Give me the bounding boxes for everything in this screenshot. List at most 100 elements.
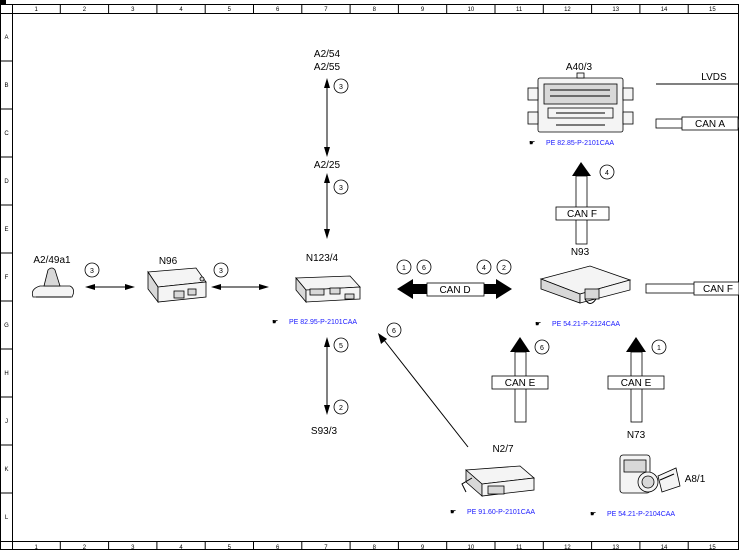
grid-col-top-10: 10 xyxy=(468,7,475,13)
label-a8-1: A8/1 xyxy=(685,474,706,485)
grid-col-bottom-9: 9 xyxy=(421,545,425,551)
can-e-left-bus-arrow xyxy=(491,337,549,423)
marker-can-d-1: 1 xyxy=(402,265,406,272)
grid-row-J: J xyxy=(5,419,8,425)
marker-s93-5: 5 xyxy=(339,343,343,350)
label-s93-3: S93/3 xyxy=(311,426,338,437)
label-lvds: LVDS xyxy=(701,72,727,83)
marker-can-e-left: 6 xyxy=(540,345,544,352)
grid-row-K: K xyxy=(4,467,8,473)
marker-can-e-right: 1 xyxy=(657,345,661,352)
label-a40-3: A40/3 xyxy=(566,62,593,73)
label-a2-55: A2/55 xyxy=(314,62,341,73)
grid-col-bottom-10: 10 xyxy=(468,545,475,551)
label-n96: N96 xyxy=(159,256,178,267)
grid-col-bottom-11: 11 xyxy=(516,545,523,551)
antenna-a2-49a1-icon[interactable] xyxy=(31,267,74,298)
grid-col-top-14: 14 xyxy=(661,7,668,13)
grid-row-E: E xyxy=(4,227,8,233)
marker-a2-49a1: 3 xyxy=(90,268,94,275)
can-a-bus-stub xyxy=(655,116,739,131)
ref-text-a40-3[interactable]: PE 82.85-P-2101CAA xyxy=(546,140,614,147)
ref-text-n93[interactable]: PE 54.21-P-2124CAA xyxy=(552,321,620,328)
grid-row-L: L xyxy=(5,515,9,521)
grid-row-B: B xyxy=(4,83,8,89)
hand-pointer-icon: ☛ xyxy=(590,511,596,518)
reference-links: ☛ PE 82.85-P-2101CAA ☛ PE 82.95-P-2101CA… xyxy=(272,140,675,518)
grid-col-bottom-7: 7 xyxy=(324,545,328,551)
link-n123-4-s93-3 xyxy=(324,337,330,415)
ref-text-n2-7[interactable]: PE 91.60-P-2101CAA xyxy=(467,509,535,516)
label-n93: N93 xyxy=(571,247,590,258)
marker-n2-7: 6 xyxy=(392,328,396,335)
grid-col-top-9: 9 xyxy=(421,7,425,13)
ref-text-n123-4[interactable]: PE 82.95-P-2101CAA xyxy=(289,319,357,326)
airbag-unit-n2-7-icon[interactable] xyxy=(461,465,535,497)
marker-a2-25: 3 xyxy=(339,185,343,192)
ref-link-n93[interactable]: ☛ PE 54.21-P-2124CAA xyxy=(535,321,620,328)
grid-col-bottom-4: 4 xyxy=(179,545,183,551)
circle-markers xyxy=(84,78,667,415)
grid-columns: 1122334455667788991010111112121313141415… xyxy=(34,4,716,551)
label-can-e-left: CAN E xyxy=(505,378,536,389)
grid-col-top-7: 7 xyxy=(324,7,328,13)
label-a2-54: A2/54 xyxy=(314,49,341,60)
can-f-right-bus-stub xyxy=(645,281,739,296)
grid-row-C: C xyxy=(4,131,9,137)
link-n96-n123-4 xyxy=(211,284,269,290)
grid-col-top-3: 3 xyxy=(131,7,135,13)
link-n2-7-n123-4 xyxy=(378,333,469,448)
can-d-bus-arrow xyxy=(397,279,512,299)
marker-can-d-2: 2 xyxy=(502,265,506,272)
marker-can-f: 4 xyxy=(605,170,609,177)
label-can-a: CAN A xyxy=(695,119,725,130)
control-unit-n93-icon[interactable] xyxy=(539,265,632,304)
grid-col-bottom-3: 3 xyxy=(131,545,135,551)
display-unit-a40-3-icon[interactable] xyxy=(527,72,634,133)
label-can-f-top: CAN F xyxy=(567,209,597,220)
grid-col-bottom-6: 6 xyxy=(276,545,280,551)
marker-can-d-4: 4 xyxy=(482,265,486,272)
grid-col-top-2: 2 xyxy=(83,7,87,13)
grid-col-top-6: 6 xyxy=(276,7,280,13)
label-n123-4: N123/4 xyxy=(306,253,339,264)
can-e-right-bus-arrow xyxy=(607,337,665,423)
grid-row-D: D xyxy=(4,179,9,185)
control-unit-n123-4-icon[interactable] xyxy=(295,275,361,304)
marker-s93-2: 2 xyxy=(339,405,343,412)
ref-link-n73[interactable]: ☛ PE 54.21-P-2104CAA xyxy=(590,511,675,518)
hand-pointer-icon: ☛ xyxy=(535,321,541,328)
ref-link-n2-7[interactable]: ☛ PE 91.60-P-2101CAA xyxy=(450,509,535,516)
label-a2-49a1: A2/49a1 xyxy=(33,255,71,266)
ignition-switch-n73-icon[interactable] xyxy=(619,454,681,494)
grid-col-bottom-5: 5 xyxy=(228,545,232,551)
label-a2-25: A2/25 xyxy=(314,160,341,171)
marker-a2-54: 3 xyxy=(339,84,343,91)
marker-can-d-6: 6 xyxy=(422,265,426,272)
grid-row-H: H xyxy=(4,371,8,377)
label-can-e-right: CAN E xyxy=(621,378,652,389)
label-can-f-right: CAN F xyxy=(703,284,733,295)
hand-pointer-icon: ☛ xyxy=(272,319,278,326)
can-f-bus-arrow xyxy=(555,162,610,245)
grid-col-bottom-15: 15 xyxy=(709,545,716,551)
bus-labels: LVDS CAN A CAN F CAN F CAN D CAN E CAN E xyxy=(439,72,733,389)
ref-link-n123-4[interactable]: ☛ PE 82.95-P-2101CAA xyxy=(272,319,357,326)
grid-row-A: A xyxy=(4,35,8,41)
grid-col-bottom-1: 1 xyxy=(34,545,38,551)
label-n2-7: N2/7 xyxy=(492,444,514,455)
link-a2-54-a2-25 xyxy=(324,78,330,157)
corner-marker xyxy=(0,0,6,5)
control-unit-n96-icon[interactable] xyxy=(147,267,207,304)
grid-col-top-12: 12 xyxy=(564,7,571,13)
ref-link-a40-3[interactable]: ☛ PE 82.85-P-2101CAA xyxy=(529,140,614,147)
grid-col-bottom-2: 2 xyxy=(83,545,87,551)
grid-col-bottom-13: 13 xyxy=(612,545,619,551)
grid-col-top-15: 15 xyxy=(709,7,716,13)
grid-col-bottom-12: 12 xyxy=(564,545,571,551)
ref-text-n73[interactable]: PE 54.21-P-2104CAA xyxy=(607,511,675,518)
label-can-d: CAN D xyxy=(439,285,470,296)
grid-col-bottom-14: 14 xyxy=(661,545,668,551)
